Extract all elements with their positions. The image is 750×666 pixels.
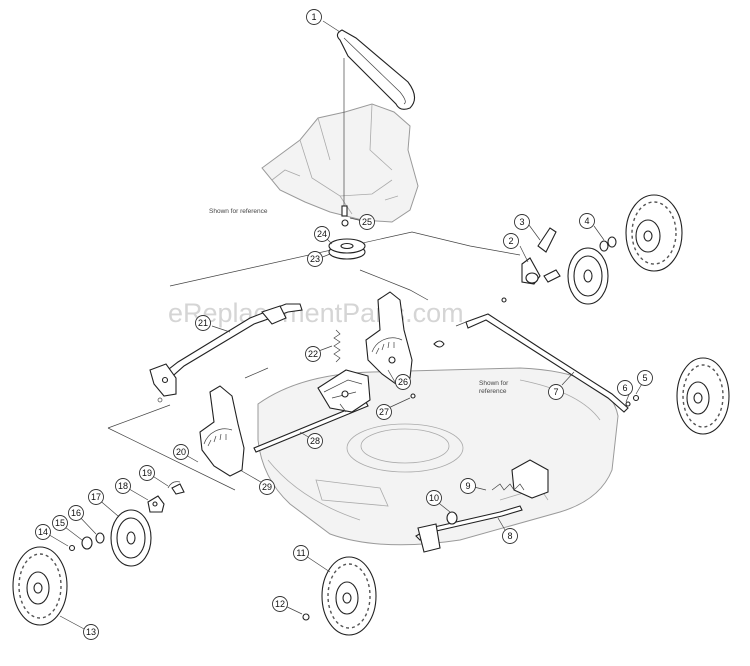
rear-wheel-lower	[676, 357, 730, 435]
svg-text:22: 22	[308, 349, 318, 359]
front-axle-rod	[253, 401, 369, 453]
callout-3: 3	[514, 214, 530, 230]
svg-text:16: 16	[71, 508, 81, 518]
lever-assembly	[521, 227, 561, 285]
svg-text:26: 26	[398, 377, 408, 387]
spring-22	[333, 329, 341, 363]
callout-9: 9	[460, 478, 476, 494]
rear-wheel-gear	[567, 247, 609, 305]
svg-text:19: 19	[142, 468, 152, 478]
svg-text:23: 23	[310, 254, 320, 264]
callout-18: 18	[115, 478, 131, 494]
svg-text:17: 17	[91, 492, 101, 502]
drive-belt	[336, 29, 416, 110]
watermark-text: eReplacementParts.com	[168, 298, 464, 328]
callout-16: 16	[68, 505, 84, 521]
callout-6: 6	[617, 380, 633, 396]
callout-1: 1	[306, 9, 322, 25]
callout-26: 26	[395, 374, 411, 390]
svg-text:15: 15	[55, 518, 65, 528]
rear-lever-rod	[149, 303, 303, 403]
svg-text:5: 5	[642, 373, 647, 383]
callout-25: 25	[359, 214, 375, 230]
callout-11: 11	[293, 545, 309, 561]
callout-22: 22	[305, 346, 321, 362]
reference-note-deck-1: Shown for	[479, 380, 509, 387]
callout-21: 21	[195, 315, 211, 331]
transmission	[317, 369, 371, 413]
callout-23: 23	[307, 251, 323, 267]
reference-note-deck-2: reference	[479, 388, 507, 395]
front-wheel-left	[12, 546, 68, 626]
svg-text:10: 10	[429, 493, 439, 503]
reference-note-housing: Shown for reference	[209, 208, 268, 215]
outline-top	[169, 231, 521, 287]
outline-inner	[244, 367, 269, 379]
callout-27: 27	[376, 404, 392, 420]
svg-text:7: 7	[553, 387, 558, 397]
svg-text:25: 25	[362, 217, 372, 227]
svg-text:13: 13	[86, 627, 96, 637]
svg-text:20: 20	[176, 447, 186, 457]
rear-axle-rod	[455, 313, 629, 413]
callout-7: 7	[548, 384, 564, 400]
callout-24: 24	[314, 226, 330, 242]
reference-housing	[261, 103, 419, 223]
callout-12: 12	[272, 596, 288, 612]
svg-text:6: 6	[622, 383, 627, 393]
svg-text:21: 21	[198, 318, 208, 328]
svg-text:9: 9	[465, 481, 470, 491]
callout-8: 8	[502, 528, 518, 544]
svg-text:18: 18	[118, 481, 128, 491]
svg-text:2: 2	[508, 236, 513, 246]
mower-deck	[257, 367, 619, 546]
callout-29: 29	[259, 479, 275, 495]
callout-5: 5	[637, 370, 653, 386]
outline-mid	[359, 269, 429, 301]
callout-28: 28	[307, 433, 323, 449]
pulley	[328, 205, 366, 260]
callout-20: 20	[173, 444, 189, 460]
rear-hardware	[433, 236, 640, 407]
svg-text:29: 29	[262, 482, 272, 492]
svg-text:12: 12	[275, 599, 285, 609]
svg-text:4: 4	[584, 216, 589, 226]
svg-text:11: 11	[296, 548, 305, 558]
callout-14: 14	[35, 524, 51, 540]
callout-13: 13	[83, 624, 99, 640]
callout-10: 10	[426, 490, 442, 506]
svg-text:28: 28	[310, 436, 320, 446]
svg-text:8: 8	[507, 531, 512, 541]
front-wheel-right	[321, 556, 377, 636]
height-adjuster-left	[199, 385, 245, 477]
svg-text:14: 14	[38, 527, 48, 537]
callout-2: 2	[503, 233, 519, 249]
svg-text:27: 27	[379, 407, 389, 417]
outline-left	[107, 404, 236, 491]
svg-text:3: 3	[519, 217, 524, 227]
callout-15: 15	[52, 515, 68, 531]
callout-17: 17	[88, 489, 104, 505]
front-wheel-gear	[110, 509, 152, 567]
misc-hardware	[152, 393, 458, 621]
callout-19: 19	[139, 465, 155, 481]
spring-9	[491, 483, 525, 491]
svg-text:1: 1	[311, 12, 316, 22]
callout-4: 4	[579, 213, 595, 229]
rear-wheel-upper	[625, 194, 683, 272]
height-adjuster-right	[365, 291, 413, 385]
svg-text:24: 24	[317, 229, 327, 239]
